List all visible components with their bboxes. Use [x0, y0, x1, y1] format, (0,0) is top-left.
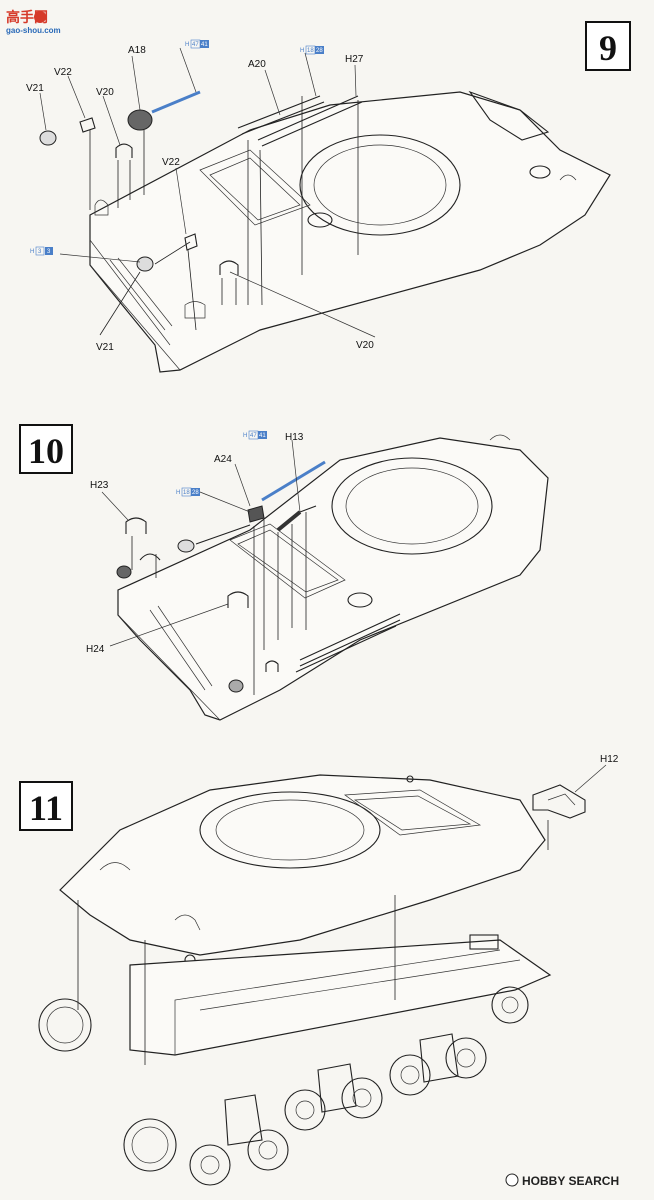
turret-ring-inner	[313, 144, 447, 226]
step-11: 11	[19, 754, 619, 1186]
svg-text:18: 18	[183, 490, 190, 496]
svg-text:H: H	[176, 490, 180, 496]
svg-text:H: H	[300, 48, 304, 54]
part-h27	[257, 95, 363, 147]
part-v22-a	[79, 117, 96, 133]
label-a20: A20	[248, 59, 266, 70]
svg-text:47: 47	[250, 433, 257, 439]
label-h12: H12	[600, 754, 619, 765]
paint-ref-h47-41: H 47 41	[243, 430, 267, 440]
engine-deck	[344, 789, 482, 836]
periscope-base	[307, 212, 333, 228]
svg-text:28: 28	[192, 490, 199, 496]
hobby-search-logo-icon	[505, 1173, 519, 1187]
svg-text:H: H	[185, 42, 189, 48]
assembly-arrows	[253, 512, 307, 695]
label-h24: H24	[86, 644, 105, 655]
label-v21-b: V21	[96, 342, 114, 353]
part-v20-a	[115, 143, 133, 158]
step-number-box	[585, 21, 631, 71]
bogie-assemblies	[189, 986, 529, 1186]
step-number-box	[19, 781, 73, 831]
label-v22-b: V22	[162, 157, 180, 168]
paint-ref-h18-28: H 18 28	[176, 487, 200, 497]
tow-bracket	[149, 605, 213, 691]
sprocket-wheel	[38, 998, 92, 1052]
watermark-globe-icon	[34, 11, 46, 23]
watermark-url: gao-shou.com	[6, 26, 61, 35]
svg-text:3: 3	[47, 249, 51, 255]
part-a24	[247, 505, 265, 523]
label-h27: H27	[345, 54, 364, 65]
footer-brand: HOBBY SEARCH	[522, 1174, 619, 1188]
leader-lines	[101, 439, 301, 647]
label-a18: A18	[128, 45, 146, 56]
svg-text:H: H	[30, 249, 34, 255]
part-rods	[295, 613, 401, 673]
turret-ring	[331, 457, 493, 555]
svg-text:3: 3	[38, 249, 42, 255]
part-h13	[276, 510, 302, 532]
part-v22-b	[184, 233, 198, 251]
watermark: 高手网 gao-shou.com	[6, 9, 61, 35]
lower-hull	[129, 939, 552, 1056]
label-v21-a: V21	[26, 83, 44, 94]
part-h24	[227, 591, 249, 608]
hatch	[199, 149, 311, 226]
svg-text:18: 18	[307, 48, 314, 54]
part-v21-a	[39, 130, 57, 146]
assembly-arrows	[89, 130, 145, 210]
leader-line	[574, 764, 607, 793]
hull-front	[117, 437, 549, 721]
paint-ref-h18-28: H 18 28	[300, 45, 324, 55]
svg-text:H: H	[243, 433, 247, 439]
turret-ring	[199, 791, 381, 869]
leader-lines	[39, 55, 376, 338]
part-a18-cap	[127, 109, 153, 131]
svg-text:28: 28	[316, 48, 323, 54]
step-9: 9 V21 V22	[26, 21, 631, 373]
label-v22-a: V22	[54, 67, 72, 78]
part-h12	[532, 784, 586, 819]
paint-ref-h3-3: H 3 3	[30, 246, 53, 256]
hull-rear-plate	[468, 90, 550, 141]
step-number-box	[19, 424, 73, 474]
svg-text:47: 47	[192, 42, 199, 48]
label-v20-a: V20	[96, 87, 114, 98]
paint-ref-h47-41: H 47 41	[185, 39, 209, 49]
svg-text:41: 41	[201, 42, 208, 48]
upper-hull	[59, 774, 546, 956]
hatch	[229, 523, 346, 599]
part-h23	[125, 517, 147, 534]
watermark-cn: 高手网	[6, 9, 48, 25]
part-v21-b	[136, 256, 154, 272]
turret-ring	[299, 134, 461, 236]
part-a18-cable	[151, 90, 201, 114]
sprocket-wheel-near	[123, 1118, 177, 1172]
step-number: 10	[28, 431, 64, 471]
label-a24: A24	[214, 454, 232, 465]
step-number: 9	[599, 28, 617, 68]
label-v20-b: V20	[356, 340, 374, 351]
assembly-arrows	[77, 820, 549, 1065]
step-number: 11	[29, 788, 63, 828]
label-h23: H23	[90, 480, 109, 491]
svg-text:41: 41	[259, 433, 266, 439]
step-10: 10 H23 A24 H13 H24 H 47	[19, 424, 549, 721]
tow-bracket	[109, 257, 173, 331]
part-v20-b	[219, 260, 239, 275]
footer-watermark: HOBBY SEARCH	[505, 1173, 619, 1188]
part-a24-cable	[261, 460, 326, 502]
label-h13: H13	[285, 432, 304, 443]
